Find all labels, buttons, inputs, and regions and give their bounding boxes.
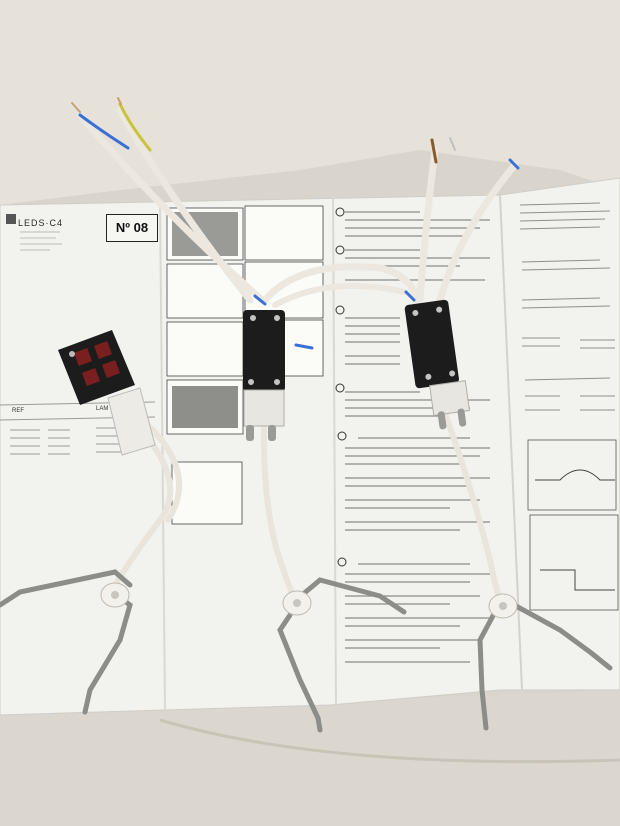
ceramic-socket xyxy=(100,582,130,608)
copper-strand xyxy=(449,137,456,151)
wire xyxy=(436,161,519,304)
wire-tip-blue xyxy=(294,343,314,350)
wire-tip-blue xyxy=(78,113,130,150)
ceramic-socket xyxy=(488,593,518,619)
diagram-panel xyxy=(244,205,324,261)
diagram-panel xyxy=(171,461,243,525)
mounting-diagram-drawing xyxy=(540,569,615,591)
instruction-sheet xyxy=(0,177,620,716)
terminal-block-closed xyxy=(243,310,285,441)
text-column-middle xyxy=(345,211,490,663)
mounting-diagram-drawing xyxy=(535,469,615,481)
wire xyxy=(261,263,422,304)
brand-logo xyxy=(6,214,16,224)
copper-strand xyxy=(117,97,122,105)
drop-cloth-fold xyxy=(0,690,620,826)
wire-group xyxy=(71,97,520,603)
wire xyxy=(437,397,503,603)
table-header-lam: LAM xyxy=(96,406,109,412)
brand-name: LEDS·C4 xyxy=(18,218,64,228)
sheet-number: Nº 08 xyxy=(106,214,158,242)
wire xyxy=(112,417,174,588)
wire xyxy=(137,415,183,523)
brand-address xyxy=(20,231,62,251)
wire-tip-blue xyxy=(508,158,520,170)
diagram-panel xyxy=(166,321,244,377)
drop-cloth-crease xyxy=(159,718,620,764)
table-header-ref: REF xyxy=(12,408,24,414)
copper-strand xyxy=(71,102,81,113)
wire-tip-blue xyxy=(253,294,267,306)
wire xyxy=(416,146,439,304)
sheet-fold xyxy=(332,197,337,706)
terminal-block-closed xyxy=(404,299,471,430)
mounting-diagram xyxy=(527,439,617,511)
spring-clip-middle xyxy=(277,577,407,733)
drop-cloth xyxy=(0,0,620,205)
diagram-photo xyxy=(172,386,238,428)
wire-tip-yellow-green xyxy=(118,102,152,152)
ceramic-socket xyxy=(282,590,312,616)
terminal-block-open xyxy=(58,330,156,456)
text-column-right xyxy=(519,202,615,411)
wire-tip-brown xyxy=(430,138,438,164)
wire xyxy=(76,111,266,304)
wire-tip-blue xyxy=(404,290,416,302)
wire xyxy=(272,282,408,308)
wire xyxy=(261,397,298,603)
mounting-diagram xyxy=(529,514,619,611)
spring-clip-right xyxy=(477,597,613,731)
section-markers xyxy=(335,207,347,567)
